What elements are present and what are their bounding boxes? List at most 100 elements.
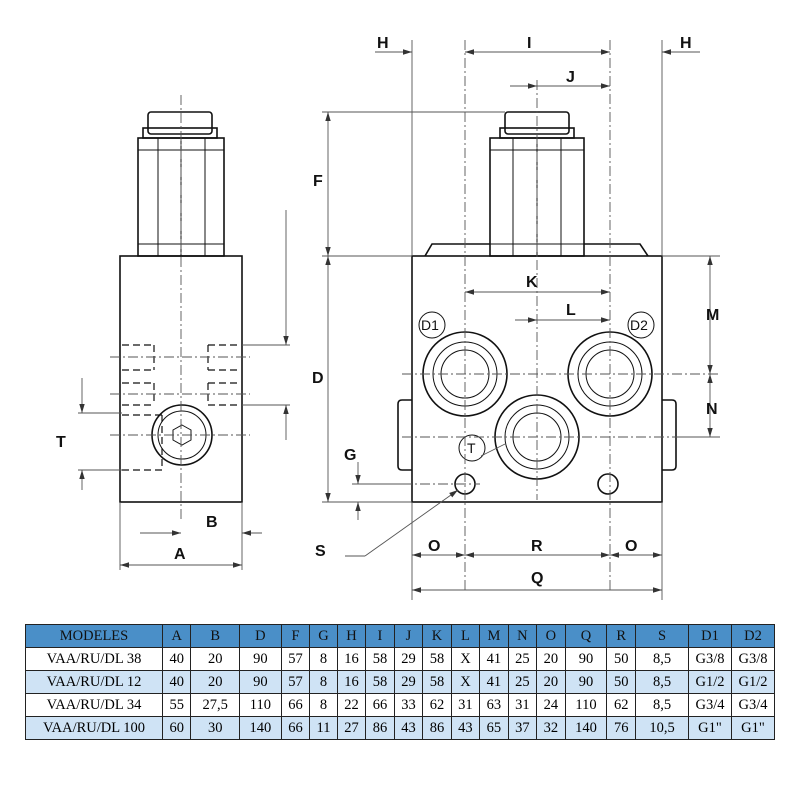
table-cell: 29 bbox=[393, 670, 424, 694]
header-j: J bbox=[393, 624, 424, 648]
dim-label-o-left: O bbox=[428, 538, 440, 555]
table-row: VAA/RU/DL 100 60 30 140 66 11 27 86 43 8… bbox=[25, 716, 775, 740]
model-dimensions-table: MODELES A B D F G H I J K L M N O Q R S … bbox=[25, 624, 775, 740]
table-cell: 8 bbox=[309, 647, 338, 671]
table-cell: 90 bbox=[564, 670, 608, 694]
table-cell: 11 bbox=[309, 716, 338, 740]
port-label-d1: D1 bbox=[421, 317, 439, 333]
table-cell: VAA/RU/DL 34 bbox=[25, 693, 163, 717]
table-cell: 43 bbox=[393, 716, 424, 740]
header-d2: D2 bbox=[731, 624, 775, 648]
table-cell: G3/8 bbox=[731, 647, 775, 671]
table-cell: 25 bbox=[507, 647, 538, 671]
table-cell: 66 bbox=[280, 693, 311, 717]
table-cell: 20 bbox=[536, 670, 566, 694]
table-cell: VAA/RU/DL 38 bbox=[25, 647, 163, 671]
header-l: L bbox=[450, 624, 481, 648]
table-cell: 63 bbox=[479, 693, 509, 717]
table-cell: 8,5 bbox=[635, 693, 689, 717]
table-cell: 62 bbox=[606, 693, 636, 717]
dim-label-h-right: H bbox=[680, 35, 692, 52]
port-labels: D1 D2 T bbox=[421, 317, 648, 456]
table-cell: 60 bbox=[161, 716, 192, 740]
table-cell: X bbox=[450, 670, 481, 694]
table-cell: 16 bbox=[336, 670, 367, 694]
table-cell: 90 bbox=[564, 647, 608, 671]
table-cell: 31 bbox=[450, 693, 481, 717]
table-cell: 110 bbox=[238, 693, 282, 717]
header-d1: D1 bbox=[688, 624, 732, 648]
dim-label-j: J bbox=[566, 69, 575, 86]
table-cell: 10,5 bbox=[635, 716, 689, 740]
table-cell: 57 bbox=[280, 670, 311, 694]
port-label-d2: D2 bbox=[630, 317, 648, 333]
table-cell: VAA/RU/DL 12 bbox=[25, 670, 163, 694]
table-cell: 140 bbox=[238, 716, 282, 740]
front-view bbox=[322, 40, 720, 600]
table-cell: 66 bbox=[280, 716, 311, 740]
table-cell: X bbox=[450, 647, 481, 671]
table-body: VAA/RU/DL 38 40 20 90 57 8 16 58 29 58 X… bbox=[25, 647, 775, 740]
table-cell: 55 bbox=[161, 693, 192, 717]
table-cell: 20 bbox=[536, 647, 566, 671]
dim-label-d: D bbox=[312, 370, 324, 387]
table-cell: 50 bbox=[606, 647, 636, 671]
table-cell: 30 bbox=[190, 716, 240, 740]
table-cell: G1/2 bbox=[731, 670, 775, 694]
table-cell: 40 bbox=[161, 670, 192, 694]
table-cell: 33 bbox=[393, 693, 424, 717]
dim-label-o-right: O bbox=[625, 538, 637, 555]
table-cell: 65 bbox=[479, 716, 509, 740]
table-cell: 8 bbox=[309, 670, 338, 694]
table-cell: 57 bbox=[280, 647, 311, 671]
header-i: I bbox=[365, 624, 395, 648]
dim-label-h-left: H bbox=[377, 35, 389, 52]
header-q: Q bbox=[564, 624, 608, 648]
table-cell: 140 bbox=[564, 716, 608, 740]
table-row: VAA/RU/DL 38 40 20 90 57 8 16 58 29 58 X… bbox=[25, 647, 775, 671]
dim-label-l: L bbox=[566, 302, 576, 319]
table-cell: 90 bbox=[238, 647, 282, 671]
table-cell: 58 bbox=[422, 647, 452, 671]
port-label-t: T bbox=[467, 440, 476, 456]
table-cell: 8 bbox=[309, 693, 338, 717]
table-cell: 76 bbox=[606, 716, 636, 740]
dim-label-r: R bbox=[531, 538, 543, 555]
table-cell: 110 bbox=[564, 693, 608, 717]
dim-label-t: T bbox=[56, 434, 66, 451]
table-row: VAA/RU/DL 12 40 20 90 57 8 16 58 29 58 X… bbox=[25, 670, 775, 694]
dim-label-k: K bbox=[526, 274, 538, 291]
header-r: R bbox=[606, 624, 636, 648]
table-cell: 86 bbox=[422, 716, 452, 740]
table-cell: 22 bbox=[336, 693, 367, 717]
header-b: B bbox=[190, 624, 240, 648]
dim-label-n: N bbox=[706, 401, 718, 418]
table-cell: 24 bbox=[536, 693, 566, 717]
header-f: F bbox=[280, 624, 311, 648]
table-cell: 37 bbox=[507, 716, 538, 740]
table-cell: 8,5 bbox=[635, 647, 689, 671]
table-cell: 29 bbox=[393, 647, 424, 671]
table-cell: 62 bbox=[422, 693, 452, 717]
table-cell: 86 bbox=[365, 716, 395, 740]
dimension-labels: H I H J F D G S K L M N O R O Q B A T bbox=[56, 35, 719, 587]
table-cell: 66 bbox=[365, 693, 395, 717]
header-k: K bbox=[422, 624, 452, 648]
table-cell: 41 bbox=[479, 670, 509, 694]
dim-label-m: M bbox=[706, 307, 719, 324]
table-cell: G1/2 bbox=[688, 670, 732, 694]
dim-label-i: I bbox=[527, 35, 531, 52]
header-o: O bbox=[536, 624, 566, 648]
table-cell: 27 bbox=[336, 716, 367, 740]
header-n: N bbox=[507, 624, 538, 648]
table-row: VAA/RU/DL 34 55 27,5 110 66 8 22 66 33 6… bbox=[25, 693, 775, 717]
dim-label-b: B bbox=[206, 514, 218, 531]
table-cell: 58 bbox=[422, 670, 452, 694]
table-cell: 27,5 bbox=[190, 693, 240, 717]
header-h: H bbox=[336, 624, 367, 648]
table-cell: 90 bbox=[238, 670, 282, 694]
dim-label-a: A bbox=[174, 546, 186, 563]
table-cell: 25 bbox=[507, 670, 538, 694]
dim-label-f: F bbox=[313, 173, 323, 190]
table-cell: G3/4 bbox=[688, 693, 732, 717]
